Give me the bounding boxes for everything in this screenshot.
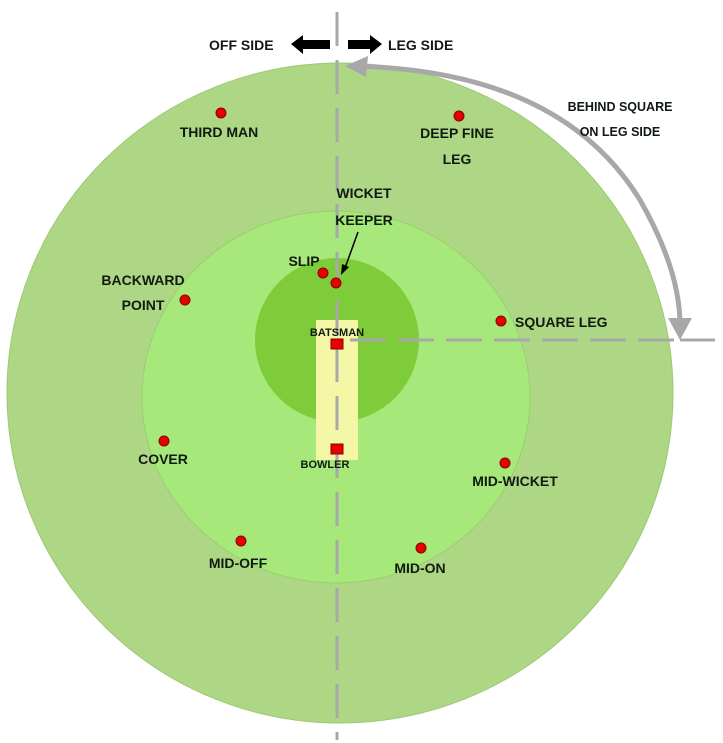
fielder-backward-point: BACKWARD POINT [101, 272, 191, 313]
fielder-square-leg: SQUARE LEG [495, 314, 608, 330]
arc-arrowhead-bottom-icon [668, 318, 692, 340]
fielder-dot [179, 294, 191, 306]
keeper-pointer-line [344, 231, 359, 269]
behind-square-label-line1: BEHIND SQUARE [568, 100, 673, 114]
fielder-label: KEEPER [335, 212, 393, 228]
fielder-label: POINT [122, 297, 165, 313]
batsman-label: BATSMAN [310, 327, 364, 339]
fielder-label: BACKWARD [101, 272, 184, 288]
batsman-marker [330, 338, 344, 350]
fielder-third-man: THIRD MAN [180, 107, 259, 140]
fielder-dot [495, 315, 507, 327]
fielder-dot [317, 267, 329, 279]
fielder-mid-on: MID-ON [394, 542, 446, 576]
fielder-label: THIRD MAN [180, 124, 259, 140]
fielder-label: LEG [443, 151, 472, 167]
fielder-cover: COVER [138, 435, 188, 467]
fielder-dot [215, 107, 227, 119]
keeper-pointer-arrowhead-icon [341, 264, 349, 275]
behind-square-label-line2: ON LEG SIDE [580, 125, 661, 139]
fielder-label: WICKET [336, 185, 392, 201]
fielder-dot [330, 277, 342, 289]
off-side-label: OFF SIDE [209, 37, 274, 53]
fielder-label: SLIP [288, 253, 319, 269]
arrow-left-icon [291, 35, 330, 54]
fielder-label: DEEP FINE [420, 125, 494, 141]
fielder-label: MID-ON [394, 560, 445, 576]
behind-square-arc-arrow [351, 63, 683, 326]
fielder-mid-wicket: MID-WICKET [472, 457, 558, 489]
fielder-label: SQUARE LEG [515, 314, 608, 330]
fielder-wicket-keeper: WICKET KEEPER [330, 185, 393, 289]
arc-arrowhead-top-icon [345, 56, 368, 77]
fielder-slip: SLIP [288, 253, 329, 279]
arrow-right-icon [348, 35, 382, 54]
fielder-label: MID-OFF [209, 555, 268, 571]
leg-side-label: LEG SIDE [388, 37, 453, 53]
fielder-deep-fine-leg: DEEP FINE LEG [420, 110, 494, 167]
fielder-dot [499, 457, 511, 469]
fielder-label: MID-WICKET [472, 473, 558, 489]
fielder-dot [235, 535, 247, 547]
bowler-label: BOWLER [301, 459, 350, 471]
fielder-label: COVER [138, 451, 188, 467]
fielder-mid-off: MID-OFF [209, 535, 268, 571]
fielder-dot [453, 110, 465, 122]
bowler-marker [330, 443, 344, 455]
fielder-dot [158, 435, 170, 447]
fielder-dot [415, 542, 427, 554]
